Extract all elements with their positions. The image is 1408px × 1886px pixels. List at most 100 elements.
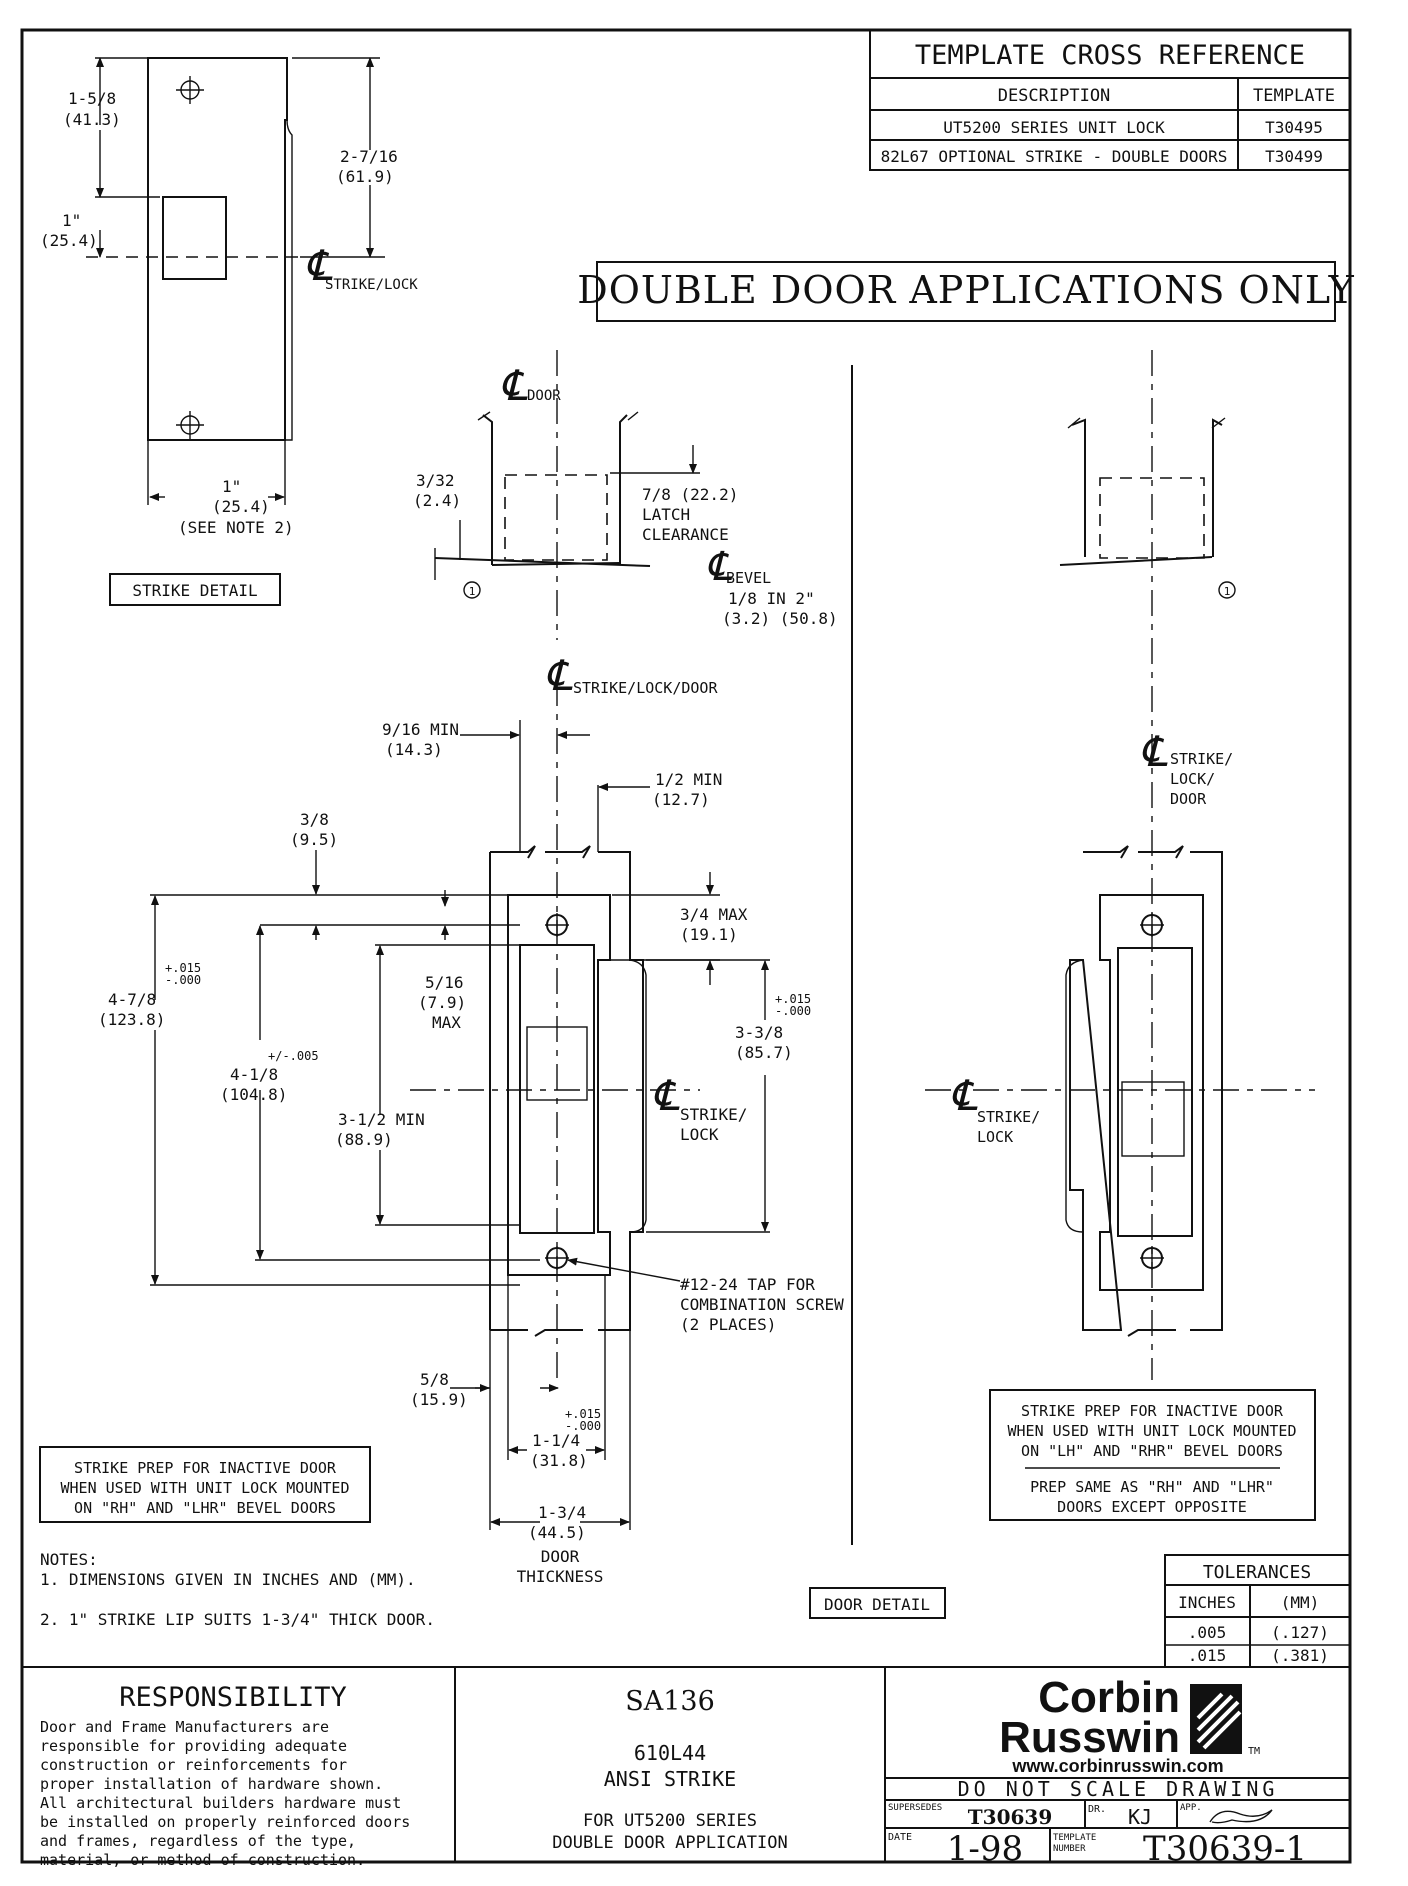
dim-1-1-4: 1-1/4 xyxy=(532,1431,580,1450)
right-centerline-mid-2: LOCK xyxy=(977,1128,1013,1146)
dim-3-32-mm: (2.4) xyxy=(413,491,461,510)
approval-signature-icon xyxy=(1209,1809,1273,1824)
corbin-russwin-logo: Corbin Russwin TM www.corbinrusswin.com xyxy=(999,1673,1260,1776)
note-2: 2. 1" STRIKE LIP SUITS 1-3/4" THICK DOOR… xyxy=(40,1610,435,1629)
responsibility-line-1: Door and Frame Manufacturers are xyxy=(40,1718,329,1736)
cross-reference-row-2-template: T30499 xyxy=(1265,147,1323,166)
inactive-door-note-left: STRIKE PREP FOR INACTIVE DOOR WHEN USED … xyxy=(39,1446,371,1523)
dim-3-4-mm: (19.1) xyxy=(680,925,738,944)
dim-3-8: 3/8 xyxy=(300,810,329,829)
responsibility-line-6: be installed on properly reinforced door… xyxy=(40,1813,410,1831)
template-number-label-1: TEMPLATE xyxy=(1053,1833,1096,1843)
door-detail: ℄ STRIKE/LOCK/DOOR 9/16 MIN (14.3) 1/2 M… xyxy=(98,651,946,1619)
date-label: DATE xyxy=(888,1832,912,1843)
supersedes-label: SUPERSEDES xyxy=(888,1803,942,1813)
template-number-label-2: NUMBER xyxy=(1053,1844,1086,1854)
note-right-line-1: STRIKE PREP FOR INACTIVE DOOR xyxy=(1021,1402,1284,1420)
dim-3-8-mm: (9.5) xyxy=(290,830,338,849)
dim-9-16-mm: (14.3) xyxy=(385,740,443,759)
application-line-1: FOR UT5200 SERIES xyxy=(583,1811,757,1831)
dim-1-2: 1/2 MIN xyxy=(655,770,722,789)
right-centerline-top-3: DOOR xyxy=(1170,790,1207,808)
dim-1-1-4-mm: (31.8) xyxy=(530,1451,588,1470)
tolerances-table: TOLERANCES INCHES (MM) .005 (.127) .015 … xyxy=(1164,1554,1351,1668)
sheet-border xyxy=(20,28,1352,1864)
strike-detail: 1-5/8 (41.3) 1" (25.4) 2-7/16 (61.9) ℄ S… xyxy=(40,57,418,606)
logo-stripes-icon xyxy=(1190,1684,1242,1754)
dim-1-inch: 1" xyxy=(62,211,81,230)
tolerance-1-inches: .005 xyxy=(1188,1623,1227,1642)
door-detail-label: DOOR DETAIL xyxy=(824,1595,930,1614)
cross-reference-row-1-description: UT5200 SERIES UNIT LOCK xyxy=(943,118,1165,137)
do-not-scale: DO NOT SCALE DRAWING xyxy=(958,1777,1279,1801)
centerline-strike: STRIKE/ xyxy=(680,1105,747,1124)
cross-reference-row-1-template: T30495 xyxy=(1265,118,1323,137)
dim-4-7-8: 4-7/8 xyxy=(108,990,156,1009)
note-left-line-3: ON "RH" AND "LHR" BEVEL DOORS xyxy=(74,1499,336,1517)
responsibility-line-3: construction or reinforcements for xyxy=(40,1756,347,1774)
dim-5-8: 5/8 xyxy=(420,1370,449,1389)
dim-1-5-8-mm: (41.3) xyxy=(63,110,121,129)
dim-3-1-2-mm: (88.9) xyxy=(335,1130,393,1149)
latch-clearance-dim: 7/8 (22.2) xyxy=(642,485,738,504)
tol-a-plus: +.015 xyxy=(165,961,201,975)
tolerances-title: TOLERANCES xyxy=(1203,1562,1311,1583)
right-centerline-mid-1: STRIKE/ xyxy=(977,1108,1040,1126)
cross-reference-row-2-description: 82L67 OPTIONAL STRIKE - DOUBLE DOORS xyxy=(881,147,1228,166)
note-ref-1: 1 xyxy=(1224,585,1231,598)
right-detail: 1 ℄ STRIKE/ LOCK/ DOOR ℄ STRIKE/ LOCK xyxy=(925,350,1315,1380)
note-right-line-2: WHEN USED WITH UNIT LOCK MOUNTED xyxy=(1008,1422,1297,1440)
banner-text: DOUBLE DOOR APPLICATIONS ONLY xyxy=(577,268,1355,312)
note-right-line-5: DOORS EXCEPT OPPOSITE xyxy=(1057,1498,1247,1516)
centerline-door: DOOR xyxy=(527,388,561,404)
tolerances-header-mm: (MM) xyxy=(1281,1593,1320,1612)
door-detail-label-box xyxy=(809,1587,946,1619)
door-thickness-l1: DOOR xyxy=(541,1547,580,1566)
tol-a-minus: -.000 xyxy=(165,973,201,987)
trademark: TM xyxy=(1248,1746,1260,1757)
tolerances-header-inches: INCHES xyxy=(1178,1593,1236,1612)
centerline-symbol: ℄ xyxy=(706,544,733,590)
dim-3-3-8: 3-3/8 xyxy=(735,1023,783,1042)
right-centerline-top-1: STRIKE/ xyxy=(1170,750,1233,768)
note-left-line-2: WHEN USED WITH UNIT LOCK MOUNTED xyxy=(61,1479,350,1497)
notes-title: NOTES: xyxy=(40,1550,98,1569)
product-code: SA136 xyxy=(625,1686,715,1717)
bevel-detail: ℄ DOOR 3/32 (2.4) 7/8 (22.2) LATCH CLEAR… xyxy=(413,350,838,640)
template-number-value: T30639-1 xyxy=(1143,1829,1307,1869)
dim-1-inch-mm: (25.4) xyxy=(40,231,98,250)
brand-corbin: Corbin xyxy=(1038,1673,1180,1722)
dim-9-16: 9/16 MIN xyxy=(382,720,459,739)
tol-c-plus: +.015 xyxy=(775,992,811,1006)
dim-lip: 1" xyxy=(222,477,241,496)
dim-2-7-16-mm: (61.9) xyxy=(336,167,394,186)
tap-note-3: (2 PLACES) xyxy=(680,1315,776,1334)
bevel-rate: 1/8 IN 2" xyxy=(728,589,815,608)
latch-clearance-l2: CLEARANCE xyxy=(642,525,729,544)
latch-clearance-l1: LATCH xyxy=(642,505,690,524)
dim-1-5-8: 1-5/8 xyxy=(68,89,116,108)
strike-detail-label-box xyxy=(109,573,281,606)
dim-5-16-max: MAX xyxy=(432,1013,461,1032)
centerline-symbol: ℄ xyxy=(545,651,573,700)
centerline-bevel: BEVEL xyxy=(726,569,771,587)
centerline-symbol: ℄ xyxy=(950,1071,978,1120)
responsibility-line-8: material, or method of construction. xyxy=(40,1851,365,1869)
responsibility-title: RESPONSIBILITY xyxy=(119,1682,347,1713)
notes: NOTES: 1. DIMENSIONS GIVEN IN INCHES AND… xyxy=(40,1550,435,1629)
tolerance-2-mm: (.381) xyxy=(1271,1646,1329,1665)
note-left-line-1: STRIKE PREP FOR INACTIVE DOOR xyxy=(74,1459,337,1477)
tol-d-plus: +.015 xyxy=(565,1407,601,1421)
dim-5-16-mm: (7.9) xyxy=(418,993,466,1012)
note-1: 1. DIMENSIONS GIVEN IN INCHES AND (MM). xyxy=(40,1570,416,1589)
product-name: ANSI STRIKE xyxy=(604,1767,736,1791)
drawn-by-value: KJ xyxy=(1128,1805,1152,1829)
centerline-symbol: ℄ xyxy=(1140,727,1168,776)
approved-label: APP. xyxy=(1180,1803,1202,1813)
bevel-rate-mm: (3.2) (50.8) xyxy=(722,609,838,628)
drawn-by-label: DR. xyxy=(1088,1804,1106,1815)
cross-reference-table: TEMPLATE CROSS REFERENCE DESCRIPTION TEM… xyxy=(869,29,1351,171)
tol-c-minus: -.000 xyxy=(775,1004,811,1018)
tol-d-minus: -.000 xyxy=(565,1419,601,1433)
